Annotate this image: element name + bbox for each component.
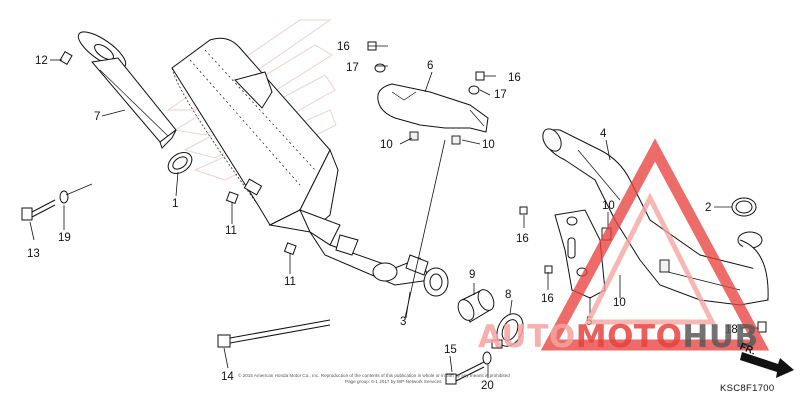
callout-16b: 16 [508, 72, 521, 84]
callout-18: 18 [725, 324, 738, 336]
callout-14: 14 [221, 371, 234, 383]
front-arrow: FR. [738, 341, 794, 378]
heat-protector-part-6 [377, 83, 489, 145]
tail-pipe-part [77, 31, 177, 149]
copyright-line-2: Page group: 6-1 2017 by WP-Network Servi… [345, 379, 442, 384]
callout-11b: 11 [284, 276, 296, 288]
callout-7: 7 [94, 111, 100, 123]
part-code: KSC8F1700 [720, 383, 774, 394]
callout-20: 20 [481, 380, 494, 392]
watermark-triangle [540, 138, 770, 351]
callout-labels: 12 7 1 13 19 11 11 16 17 6 16 17 10 10 4… [27, 41, 738, 392]
watermark-auto: AUTO [478, 319, 576, 355]
callout-6: 6 [427, 60, 433, 72]
collar-part-9 [457, 289, 495, 323]
callout-17a: 17 [346, 62, 359, 74]
callout-16a: 16 [337, 41, 350, 53]
callout-11a: 11 [225, 225, 237, 237]
svg-text:AUTOMOTOHUB: AUTOMOTOHUB [478, 319, 759, 355]
watermark-text: AUTOMOTOHUB [478, 319, 759, 355]
clamp-part-8 [491, 313, 524, 349]
callout-10c: 10 [602, 200, 615, 212]
callout-4: 4 [600, 128, 607, 140]
callout-16c: 16 [516, 233, 529, 245]
callout-10a: 10 [380, 139, 393, 151]
callout-16d: 16 [541, 293, 554, 305]
callout-19: 19 [58, 232, 71, 244]
watermark-moto: MOTO [576, 319, 683, 355]
muffler-body [171, 37, 341, 246]
callout-13: 13 [27, 248, 40, 260]
callout-15: 15 [444, 344, 457, 356]
callout-17b: 17 [494, 89, 507, 101]
copyright-line-1: © 2015 American Honda Motor Co., Inc. Re… [238, 372, 510, 378]
callout-10d: 10 [613, 297, 626, 309]
callout-2: 2 [705, 202, 711, 214]
gasket-ring-1 [167, 152, 193, 174]
callout-3: 3 [400, 316, 406, 328]
joint-pipe-part-3 [309, 231, 449, 297]
callout-12: 12 [35, 55, 48, 67]
callout-10b: 10 [482, 139, 495, 151]
leader-lines [29, 45, 758, 378]
watermark-hub: HUB [682, 319, 758, 355]
callout-8: 8 [505, 289, 511, 301]
callout-1: 1 [172, 198, 178, 210]
gasket-ring-2 [731, 197, 757, 217]
callout-9: 9 [469, 269, 475, 281]
